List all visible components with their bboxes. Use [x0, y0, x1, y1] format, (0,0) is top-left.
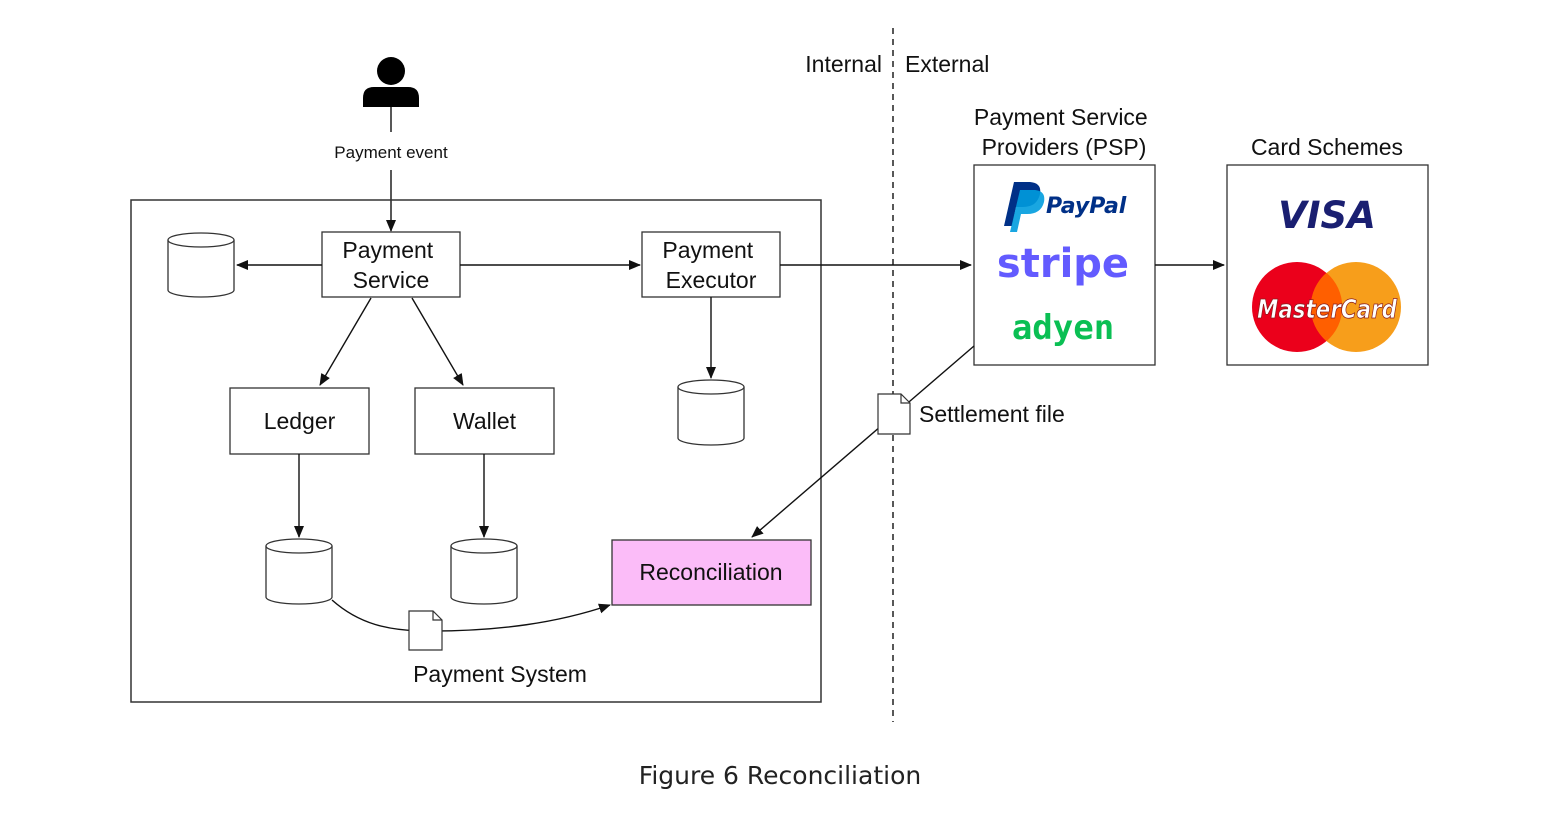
- stripe-logo: stripe: [997, 241, 1129, 287]
- service-to-ledger-arrow: [319, 297, 372, 386]
- reconciliation-label: Reconciliation: [639, 559, 782, 585]
- svg-text:PayPal: PayPal: [1046, 194, 1127, 219]
- internal-file-icon: [408, 610, 443, 651]
- payment-service-line2: Service: [353, 267, 430, 293]
- svg-text:Payment Executor: Payment Executor: [662, 237, 759, 293]
- internal-label: Internal: [805, 51, 882, 77]
- payment-executor-line2: Executor: [666, 267, 757, 293]
- payment-service-database: [167, 232, 235, 298]
- adyen-logo: adyen: [1012, 308, 1114, 348]
- visa-logo: VISA: [1278, 194, 1376, 237]
- payment-executor-line1: Payment: [662, 237, 753, 263]
- wallet-node: Wallet: [414, 387, 555, 455]
- payment-service-line1: Payment: [342, 237, 433, 263]
- svg-text:Payment Service Providers: Payment Service Providers (PSP): [974, 104, 1154, 160]
- external-label: External: [905, 51, 989, 77]
- payment-event-label: Payment event: [334, 143, 448, 162]
- psp-title-line2: Providers (PSP): [982, 134, 1147, 160]
- psp-title-line1: Payment Service: [974, 104, 1148, 130]
- mastercard-text: MasterCard: [1257, 295, 1397, 325]
- figure-caption: Figure 6 Reconciliation: [639, 761, 921, 790]
- settlement-arrow: [751, 345, 975, 538]
- psp-box: [973, 164, 1156, 366]
- mastercard-logo: MasterCard: [1252, 262, 1401, 352]
- ledger-database: [265, 538, 333, 605]
- wallet-label: Wallet: [453, 408, 517, 434]
- paypal-text: PayPal: [1046, 194, 1127, 219]
- wallet-database: [450, 538, 518, 605]
- settlement-file-label: Settlement file: [919, 401, 1065, 427]
- ledger-to-reconciliation-arrow: [331, 599, 611, 632]
- payment-system-label: Payment System: [413, 661, 587, 687]
- payment-executor-node: Payment Executor: [641, 231, 781, 298]
- reconciliation-node: Reconciliation: [611, 539, 812, 606]
- payment-executor-database: [677, 379, 745, 446]
- settlement-file-icon: [877, 393, 911, 435]
- paypal-logo: PayPal: [1004, 182, 1127, 232]
- svg-text:Payment Service: Payment Service: [342, 237, 439, 293]
- payment-system-container: [130, 199, 822, 703]
- ledger-node: Ledger: [229, 387, 370, 455]
- user-icon: [363, 57, 419, 107]
- ledger-label: Ledger: [264, 408, 336, 434]
- payment-service-node: Payment Service: [321, 231, 461, 298]
- card-schemes-title: Card Schemes: [1251, 134, 1403, 160]
- service-to-wallet-arrow: [411, 297, 464, 386]
